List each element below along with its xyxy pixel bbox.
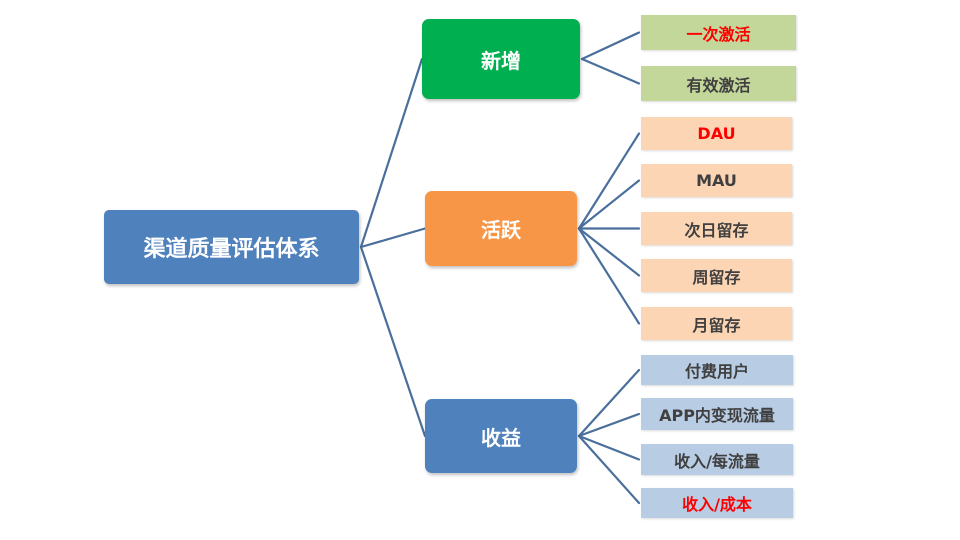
leaf-label: 付费用户 (684, 362, 749, 381)
leaf-node: 次日留存 (641, 212, 792, 245)
root-label: 渠道质量评估体系 (143, 237, 320, 262)
connector-line (580, 31, 641, 61)
connector-line (577, 434, 641, 505)
connector-line (359, 57, 424, 249)
leaf-node: 收入/成本 (641, 488, 793, 518)
category-node-active: 活跃 (425, 191, 577, 266)
connector-line (577, 227, 641, 277)
root-node: 渠道质量评估体系 (104, 210, 359, 284)
leaf-label: DAU (697, 124, 736, 143)
leaf-node: 一次激活 (641, 15, 796, 50)
leaf-node: DAU (641, 117, 792, 150)
category-label-revenue: 收益 (481, 425, 521, 450)
leaf-node: 收入/每流量 (641, 444, 793, 475)
leaf-label: 周留存 (692, 267, 741, 287)
leaf-label: MAU (696, 171, 737, 190)
leaf-node: MAU (641, 164, 792, 197)
connector-line (359, 245, 427, 438)
connector-line (577, 132, 641, 230)
leaf-label: APP内变现流量 (659, 406, 775, 425)
connector-line (577, 434, 641, 461)
leaf-node: 有效激活 (641, 66, 796, 101)
connector-line (577, 179, 641, 230)
category-label-new: 新增 (481, 48, 521, 73)
leaf-node: APP内变现流量 (641, 398, 793, 430)
connector-line (577, 368, 641, 438)
leaf-label: 收入/成本 (682, 495, 752, 514)
leaf-label: 有效激活 (686, 75, 751, 95)
category-label-active: 活跃 (481, 218, 521, 242)
leaf-label: 次日留存 (684, 220, 749, 240)
leaf-node: 付费用户 (641, 355, 793, 385)
leaf-node: 月留存 (641, 307, 792, 340)
leaf-label: 月留存 (692, 315, 741, 335)
category-node-new: 新增 (422, 19, 580, 99)
leaf-label: 收入/每流量 (674, 451, 760, 471)
connector-line (580, 57, 641, 85)
connector-line (359, 227, 427, 249)
category-node-revenue: 收益 (425, 399, 577, 473)
connector-line (577, 227, 641, 325)
leaf-node: 周留存 (641, 259, 792, 292)
leaf-label: 一次激活 (686, 24, 751, 44)
connector-line (577, 412, 641, 438)
